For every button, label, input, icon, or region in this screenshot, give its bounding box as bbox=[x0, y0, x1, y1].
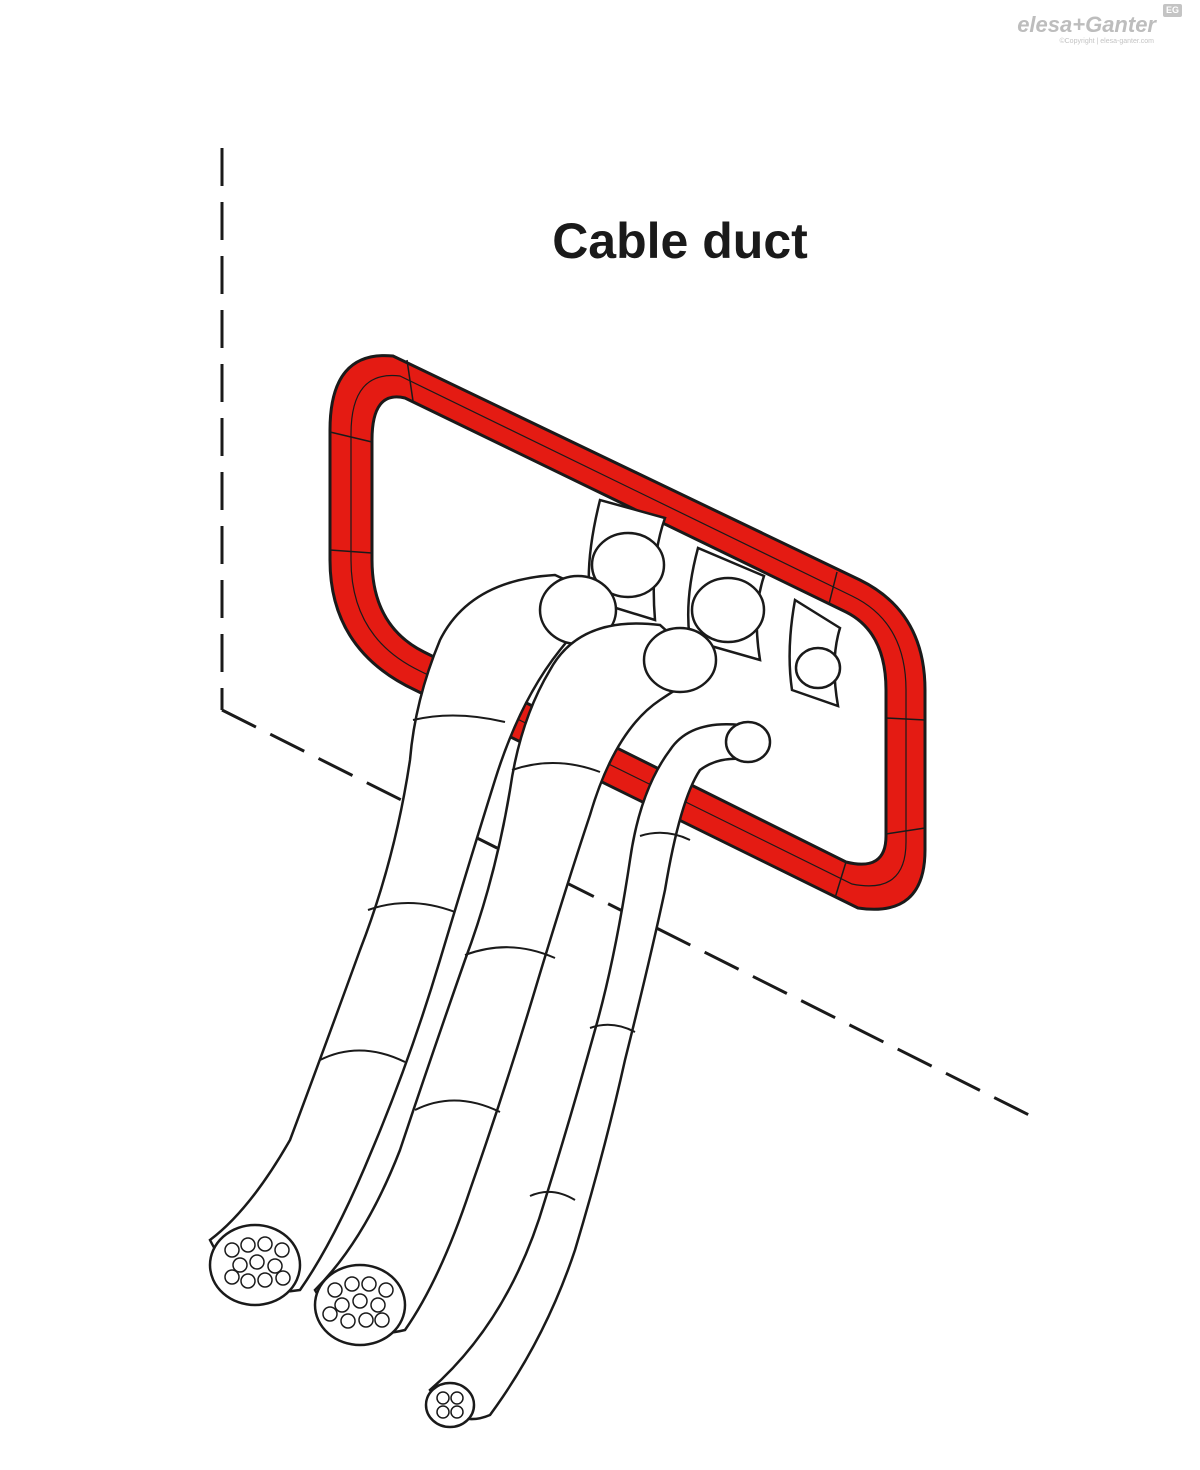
cable-large-left bbox=[208, 573, 618, 1307]
diagram-title: Cable duct bbox=[552, 213, 808, 269]
brand-logo: elesa+Ganter EG ©Copyright | elesa-gante… bbox=[1012, 4, 1182, 48]
logo-text: elesa+Ganter bbox=[1017, 12, 1156, 37]
logo-mark-icon: EG bbox=[1162, 4, 1182, 17]
cable-small-right bbox=[424, 720, 772, 1429]
cable-rear-bends bbox=[587, 498, 842, 708]
cable-large-middle bbox=[313, 622, 718, 1347]
logo-copyright: ©Copyright | elesa-ganter.com bbox=[1059, 38, 1154, 45]
